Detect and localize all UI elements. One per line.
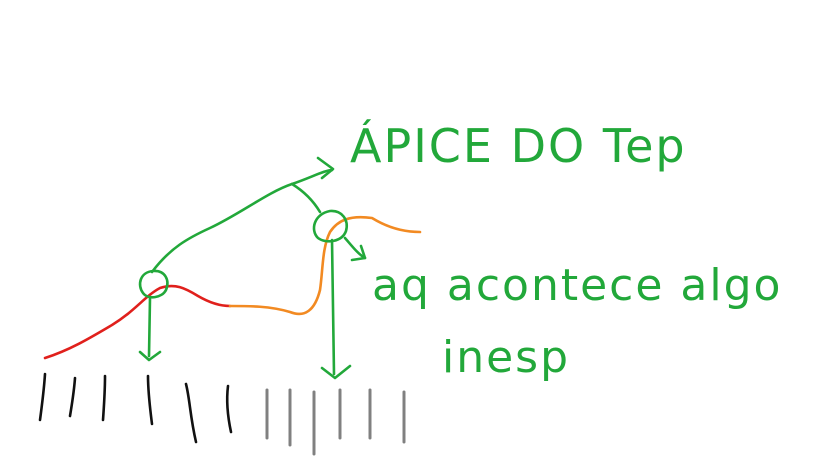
label-happens: aq acontece algo <box>372 260 782 311</box>
marker-circle-right <box>312 209 348 243</box>
connector-apex-right-circle <box>290 182 322 214</box>
arrowhead-happens <box>350 244 367 262</box>
tick-black-3 <box>101 374 107 422</box>
marker-circle-left <box>138 269 169 299</box>
tick-group-black <box>38 372 233 444</box>
label-unexpected: inesp <box>442 332 570 383</box>
arrowhead-down-right <box>320 364 352 380</box>
tick-black-2 <box>68 376 77 418</box>
arrow-down-left <box>147 296 152 358</box>
tick-group-gray <box>265 388 406 456</box>
arrowhead-apex <box>316 156 335 180</box>
curve-red-segment <box>43 284 232 360</box>
tick-black-4 <box>146 374 154 426</box>
tick-black-1 <box>38 372 47 422</box>
arrowhead-down-left <box>138 350 162 362</box>
tick-black-5 <box>184 382 198 444</box>
label-apex: ÁPICE DO Tep <box>350 119 687 173</box>
arrow-down-right <box>330 238 336 376</box>
tick-black-6 <box>225 384 233 434</box>
arrow-to-apex <box>150 168 334 274</box>
curve-orange-segment <box>228 215 422 316</box>
